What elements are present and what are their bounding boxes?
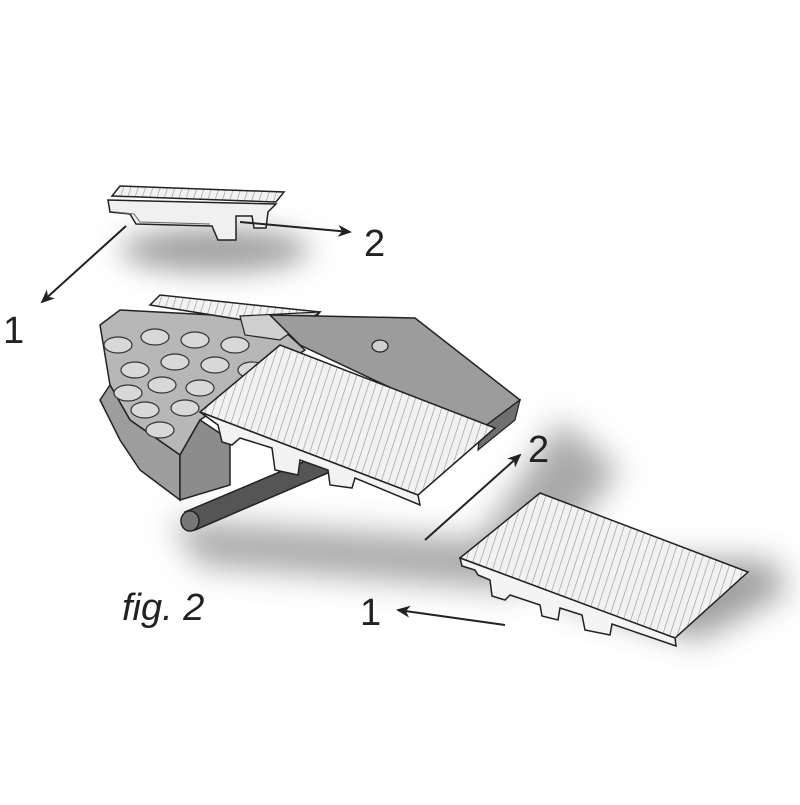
tactile-studs — [103, 328, 267, 439]
tactile-tile-side — [99, 383, 181, 502]
callout-arrows — [40, 221, 522, 626]
callout-label-2-top: 2 — [364, 223, 385, 265]
small-part-body — [107, 199, 278, 241]
ramp-profile-section — [199, 411, 422, 507]
small-part-shadow — [120, 228, 310, 272]
arrow-2-bottom — [424, 453, 522, 541]
small-part-edge — [115, 211, 211, 225]
callout-label-1-top: 1 — [3, 310, 24, 352]
housing-hole — [371, 339, 389, 353]
figure-caption: fig. 2 — [122, 587, 204, 629]
callout-label-1-bottom: 1 — [360, 592, 381, 634]
loose-part-profile-section — [458, 556, 677, 648]
arrow-1-top — [40, 225, 127, 304]
arrow-2-top — [239, 221, 352, 237]
small-part-ribbed-top — [110, 185, 286, 203]
tactile-tile-front — [179, 418, 231, 502]
callout-label-2-bottom: 2 — [528, 429, 549, 471]
small-profile-part — [107, 185, 310, 272]
loose-ramp-part — [458, 492, 790, 648]
housing-side — [477, 398, 521, 452]
arrow-1-bottom — [396, 605, 506, 626]
